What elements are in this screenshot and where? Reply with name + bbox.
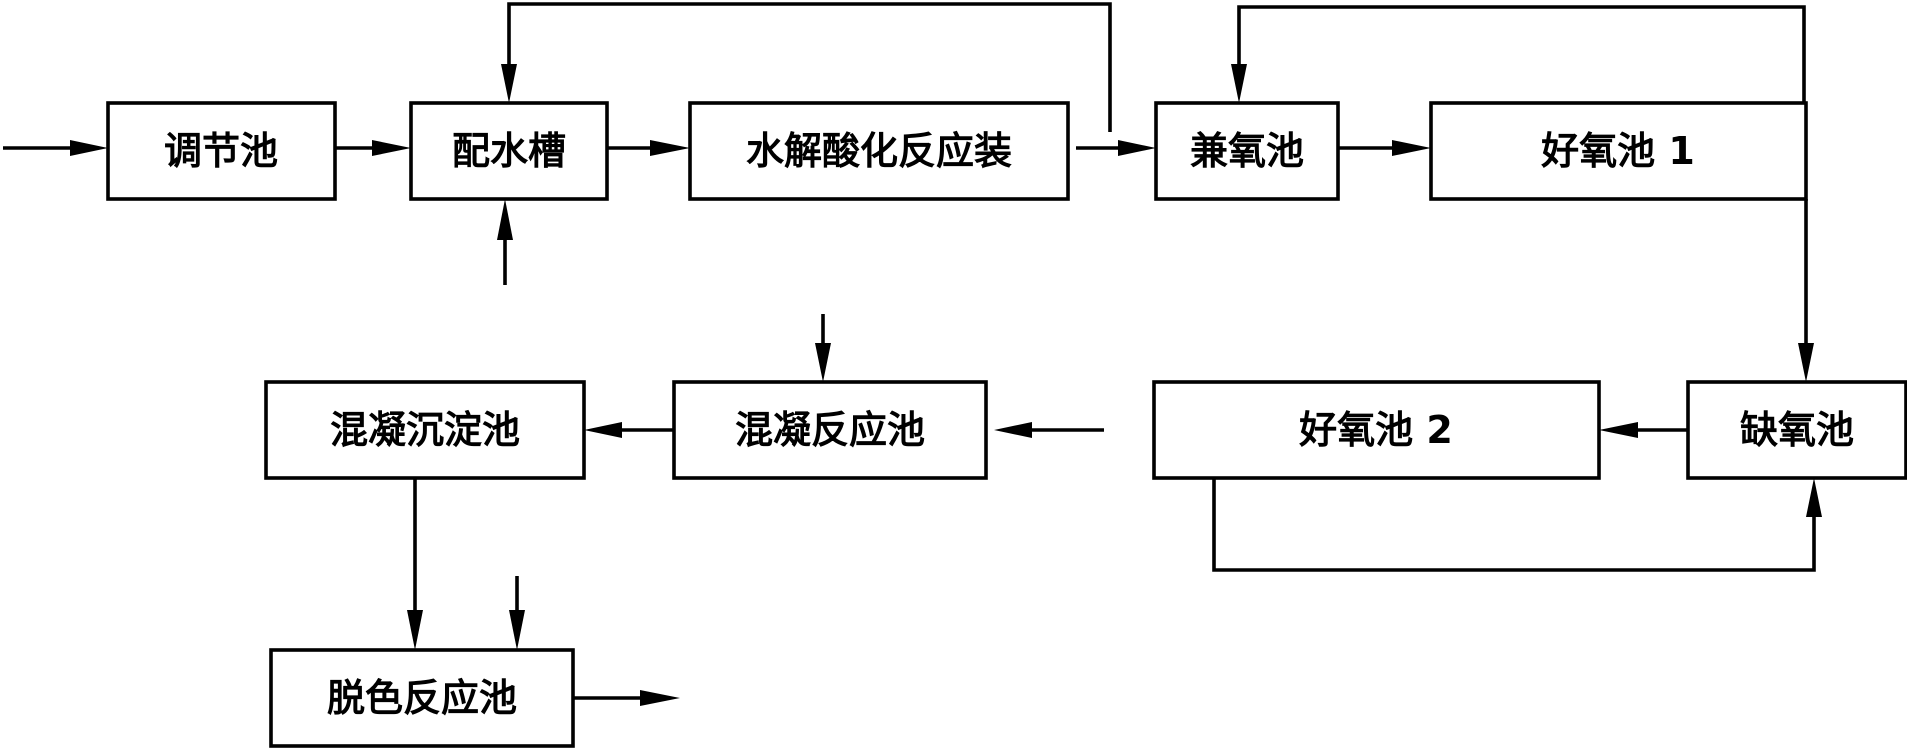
- label-jianyangchi: 兼氧池: [1190, 129, 1304, 173]
- arrow-queyangchi-to-haoyangchi2: [1599, 422, 1688, 438]
- box-tuose: 脱色反应池: [269, 648, 575, 748]
- arrow-tiaojiechi-to-peishuicao: [335, 140, 411, 156]
- box-peishuicao: 配水槽: [409, 101, 609, 201]
- arrow-jianyangchi-to-haoyangchi1: [1338, 140, 1431, 156]
- label-tiaojiechi: 调节池: [164, 129, 278, 173]
- arrow-fanying-to-chendian: [584, 422, 674, 438]
- label-hunning-fanying: 混凝反应池: [735, 408, 925, 452]
- label-tuose: 脱色反应池: [327, 676, 517, 720]
- arrow-into-hunning-fanying-right: [994, 422, 1104, 438]
- label-peishuicao: 配水槽: [452, 129, 566, 173]
- box-haoyangchi-2: 好氧池 2: [1152, 380, 1601, 480]
- box-tiaojiechi: 调节池: [106, 101, 337, 201]
- box-haoyangchi-1: 好氧池 1: [1429, 101, 1808, 201]
- box-jianyangchi: 兼氧池: [1154, 101, 1340, 201]
- arrow-dosing-into-peishuicao: [497, 199, 513, 285]
- label-haoyangchi-2: 好氧池 2: [1298, 408, 1453, 452]
- arrow-shuijie-to-jianyangchi: [1076, 140, 1156, 156]
- arrow-dosing-into-hunning-fanying: [815, 314, 831, 382]
- arrow-peishuicao-to-shuijie: [607, 140, 690, 156]
- arrow-chendian-to-tuose: [407, 478, 423, 650]
- arrow-outlet-from-tuose: [573, 690, 680, 706]
- recycle-line-to-peishuicao: [501, 2, 1112, 132]
- box-hunning-chendian: 混凝沉淀池: [264, 380, 586, 480]
- label-shuijie-suanhua: 水解酸化反应装: [746, 129, 1012, 173]
- label-queyangchi: 缺氧池: [1740, 408, 1854, 452]
- box-shuijie-suanhua: 水解酸化反应装: [688, 101, 1070, 201]
- return-loop-haoyangchi2-to-queyangchi: [1212, 478, 1822, 572]
- label-hunning-chendian: 混凝沉淀池: [330, 408, 520, 452]
- box-hunning-fanying: 混凝反应池: [672, 380, 988, 480]
- arrow-dosing-into-tuose: [509, 576, 525, 650]
- arrow-haoyangchi1-to-queyangchi: [1798, 199, 1814, 382]
- label-haoyangchi-1: 好氧池 1: [1540, 129, 1695, 173]
- recycle-line-to-jianyangchi: [1231, 5, 1806, 103]
- arrow-inlet-to-tiaojiechi: [3, 140, 108, 156]
- box-queyangchi: 缺氧池: [1686, 380, 1907, 480]
